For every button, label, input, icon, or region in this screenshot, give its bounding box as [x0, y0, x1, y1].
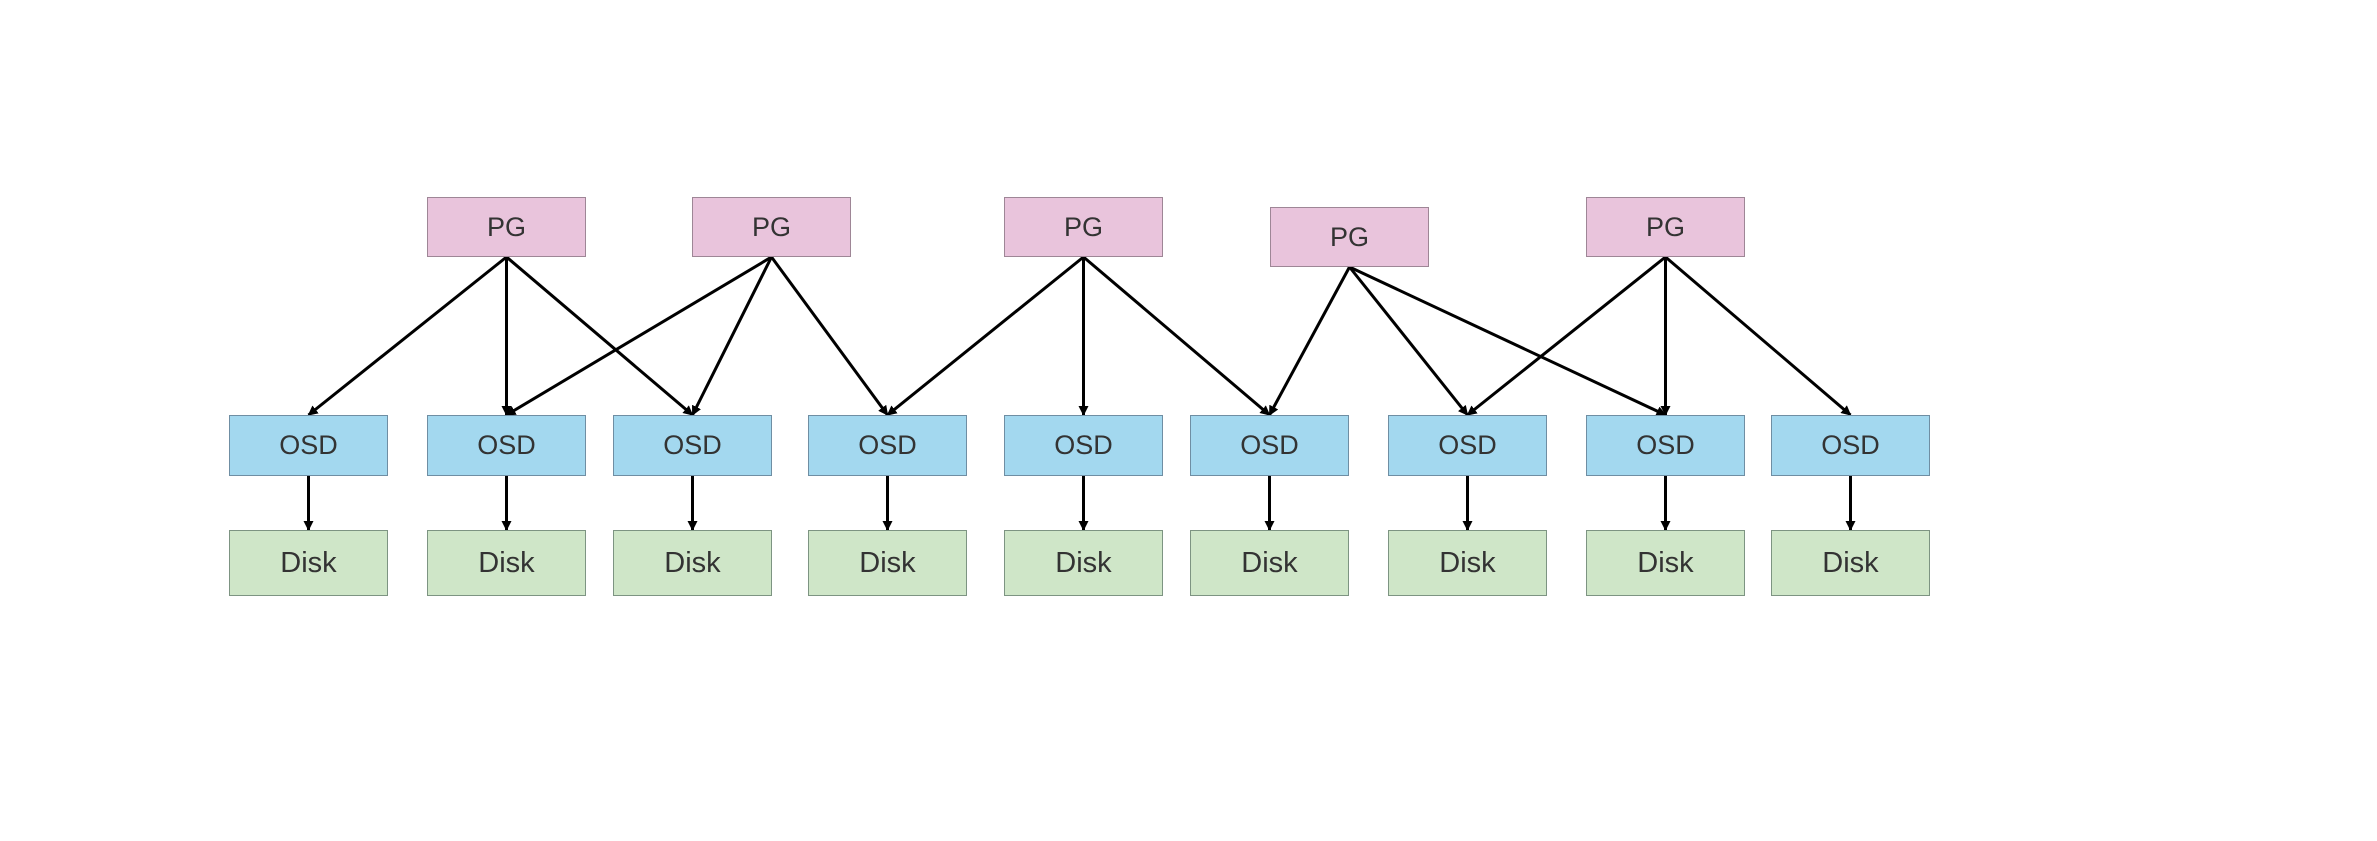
pg-to-osd-arrow	[1268, 266, 1351, 416]
pg-node-label: PG	[1329, 221, 1369, 252]
osd-node-label: OSD	[279, 430, 338, 460]
disk-node: Disk	[1190, 530, 1349, 596]
pg-to-osd-arrow	[691, 256, 773, 416]
pg-to-osd-edges	[307, 255, 1852, 417]
disk-node-label: Disk	[478, 546, 535, 579]
osd-node: OSD	[613, 415, 772, 476]
disk-node-label: Disk	[1637, 546, 1694, 579]
disk-node-label: Disk	[1439, 546, 1496, 579]
pg-to-osd-arrow	[1082, 255, 1271, 417]
osd-node-label: OSD	[1438, 430, 1497, 460]
osd-node-label: OSD	[1821, 430, 1880, 460]
pg-to-osd-arrow	[505, 255, 694, 417]
osd-node: OSD	[1586, 415, 1745, 476]
pg-node-label: PG	[486, 211, 526, 242]
disk-node: Disk	[427, 530, 586, 596]
pg-to-osd-arrow	[307, 255, 508, 417]
pg-node-label: PG	[1063, 211, 1103, 242]
pg-node: PG	[1586, 197, 1745, 257]
pg-to-osd-arrow	[1348, 266, 1469, 416]
osd-node: OSD	[427, 415, 586, 476]
disk-node: Disk	[229, 530, 388, 596]
osd-node-label: OSD	[1240, 430, 1299, 460]
osd-node-label: OSD	[1636, 430, 1695, 460]
disk-node: Disk	[1771, 530, 1930, 596]
osd-node-label: OSD	[663, 430, 722, 460]
pg-to-osd-arrow	[505, 255, 773, 417]
disk-node: Disk	[808, 530, 967, 596]
disk-node: Disk	[613, 530, 772, 596]
osd-node: OSD	[808, 415, 967, 476]
osd-node-label: OSD	[858, 430, 917, 460]
disk-node-label: Disk	[1055, 546, 1112, 579]
osd-node: OSD	[1004, 415, 1163, 476]
osd-node-label: OSD	[1054, 430, 1113, 460]
disk-node: Disk	[1004, 530, 1163, 596]
pg-to-osd-arrow	[770, 256, 889, 416]
pg-node: PG	[1270, 207, 1429, 267]
disk-node-label: Disk	[859, 546, 916, 579]
disk-node-label: Disk	[1241, 546, 1298, 579]
pg-node: PG	[1004, 197, 1163, 257]
pg-node: PG	[427, 197, 586, 257]
osd-node: OSD	[1771, 415, 1930, 476]
pg-node: PG	[692, 197, 851, 257]
pg-to-osd-arrow	[1348, 265, 1667, 417]
disk-node-label: Disk	[664, 546, 721, 579]
osd-node: OSD	[1190, 415, 1349, 476]
osd-node: OSD	[229, 415, 388, 476]
osd-to-disk-edges	[303, 476, 1856, 531]
osd-node-label: OSD	[477, 430, 536, 460]
pg-to-osd-arrow	[1664, 255, 1852, 417]
pg-node-label: PG	[751, 211, 791, 242]
pg-to-osd-arrow	[886, 255, 1085, 417]
osd-node: OSD	[1388, 415, 1547, 476]
pg-to-osd-arrow	[1466, 255, 1667, 417]
disk-node-label: Disk	[280, 546, 337, 579]
disk-node: Disk	[1388, 530, 1547, 596]
disk-node-label: Disk	[1822, 546, 1879, 579]
disk-node: Disk	[1586, 530, 1745, 596]
pg-node-label: PG	[1645, 211, 1685, 242]
